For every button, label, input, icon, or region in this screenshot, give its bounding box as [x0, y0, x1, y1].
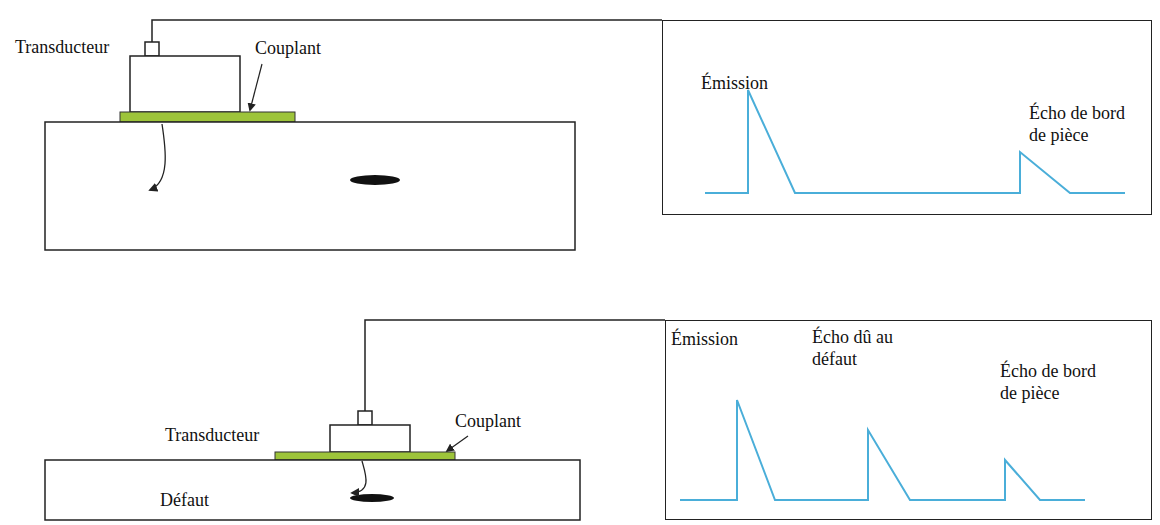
echo-label: Écho dû au défaut [812, 327, 917, 370]
wave-path [150, 124, 165, 190]
signal-label: Émission [671, 329, 738, 351]
couplant-layer [120, 112, 295, 122]
defect [350, 175, 400, 185]
cable [365, 320, 665, 411]
part-label: Défaut [160, 490, 209, 512]
part-label: Transducteur [165, 425, 259, 447]
part-label: Transducteur [15, 37, 109, 59]
echo-label: Écho de bord de pièce [1000, 361, 1115, 404]
signal-trace [680, 400, 1085, 500]
echo-label: Écho de bord de pièce [1029, 103, 1144, 146]
test-piece [45, 122, 575, 250]
test-piece [45, 460, 580, 520]
connector [358, 411, 372, 425]
transducer-body [130, 56, 240, 112]
transducer-body [330, 425, 410, 452]
part-label: Couplant [255, 38, 321, 60]
cable [152, 20, 662, 42]
leader-line [447, 436, 468, 451]
oscilloscope-screen: ÉmissionÉcho de bord de pièce [662, 20, 1152, 215]
part-label: Couplant [455, 411, 521, 433]
leader-line [250, 64, 262, 110]
signal-label: Émission [701, 73, 768, 95]
couplant-layer [275, 452, 455, 460]
oscilloscope-screen: Émission Écho dû au défautÉcho de bord de… [665, 320, 1152, 520]
defect [350, 494, 394, 502]
connector [145, 42, 159, 56]
wave-path [352, 461, 366, 493]
